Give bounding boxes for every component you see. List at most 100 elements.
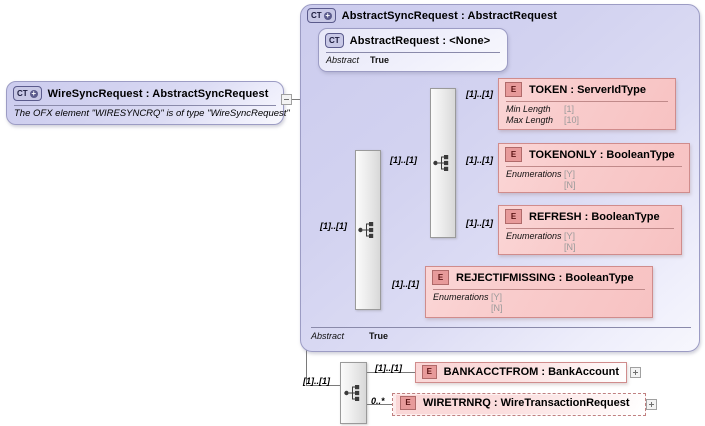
abstract-value: True <box>370 55 390 65</box>
header-divider <box>506 166 682 167</box>
header-divider <box>14 105 276 106</box>
complextype-abstractrequest[interactable]: CT AbstractRequest : <None> Abstract Tru… <box>318 28 508 72</box>
property-key <box>433 303 491 313</box>
annotation-text: The OFX element "WIRESYNCRQ" is of type … <box>14 108 290 119</box>
cardinality-outer-sequence: [1]..[1] <box>320 221 347 231</box>
element-icon: E <box>505 209 522 224</box>
sequence-icon <box>433 155 449 171</box>
element-icon: E <box>400 396 416 410</box>
element-icon: E <box>505 147 522 162</box>
footer-divider <box>311 327 691 328</box>
complextype-icon[interactable]: CT <box>325 33 344 48</box>
element-property-row: [N] <box>499 241 681 252</box>
element-property-row: Min Length [1] <box>499 102 675 114</box>
element-header: E REFRESH : BooleanType <box>499 206 681 227</box>
cardinality-wiretrnrq: 0..* <box>371 396 385 406</box>
complextype-header: CT AbstractRequest : <None> <box>319 29 507 51</box>
element-property-row: Enumerations [Y] <box>499 229 681 241</box>
abstract-property-footer: Abstract True <box>301 327 701 341</box>
header-divider <box>433 289 645 290</box>
property-key: Max Length <box>506 115 554 125</box>
expand-toggle-bankacctfrom[interactable] <box>630 367 641 378</box>
header-divider <box>506 101 668 102</box>
property-value: [1] <box>564 104 575 114</box>
header-divider <box>506 228 674 229</box>
abstract-key: Abstract <box>326 55 360 65</box>
property-key: Enumerations <box>506 231 562 241</box>
complextype-expand-icon[interactable]: CT+ <box>13 86 42 101</box>
element-icon: E <box>432 270 449 285</box>
cardinality-token: [1]..[1] <box>466 89 493 99</box>
collapse-toggle-root[interactable] <box>281 94 292 105</box>
property-value: [10] <box>564 115 580 125</box>
complextype-title: AbstractSyncRequest : AbstractRequest <box>341 9 558 22</box>
cardinality-refresh: [1]..[1] <box>466 218 493 228</box>
element-property-row: Enumerations [Y] <box>426 290 652 302</box>
property-key: Enumerations <box>433 292 489 302</box>
element-token[interactable]: E TOKEN : ServerIdType Min Length [1] Ma… <box>498 78 676 130</box>
element-header: E TOKENONLY : BooleanType <box>499 144 689 165</box>
compositor-inner-choice[interactable] <box>430 88 456 238</box>
element-title: WIRETRNRQ : WireTransactionRequest <box>423 397 630 409</box>
sequence-icon <box>343 385 359 401</box>
element-icon: E <box>505 82 522 97</box>
abstract-value: True <box>369 331 389 341</box>
element-rejectifmissing[interactable]: E REJECTIFMISSING : BooleanType Enumerat… <box>425 266 653 318</box>
element-wiretrnrq[interactable]: E WIRETRNRQ : WireTransactionRequest <box>396 395 642 414</box>
element-title: BANKACCTFROM : BankAccount <box>443 366 619 378</box>
property-value: [N] <box>491 303 503 313</box>
element-header: E BANKACCTFROM : BankAccount <box>416 363 626 382</box>
element-property-row: Enumerations [Y] <box>499 167 689 179</box>
element-refresh[interactable]: E REFRESH : BooleanType Enumerations [Y]… <box>498 205 682 255</box>
badge-label: CT <box>17 88 28 98</box>
complextype-title: WireSyncRequest : AbstractSyncRequest <box>47 87 269 100</box>
cardinality-bottom-sequence: [1]..[1] <box>303 376 330 386</box>
property-key: Enumerations <box>506 169 562 179</box>
complextype-header: CT+ AbstractSyncRequest : AbstractReques… <box>301 5 699 26</box>
badge-label: CT <box>311 10 322 20</box>
complextype-title: AbstractRequest : <None> <box>349 34 491 47</box>
element-bankacctfrom[interactable]: E BANKACCTFROM : BankAccount <box>415 362 627 383</box>
complextype-header: CT+ WireSyncRequest : AbstractSyncReques… <box>7 82 283 104</box>
element-title: TOKEN : ServerIdType <box>529 83 646 96</box>
connector-line <box>292 99 306 100</box>
plus-glyph: + <box>323 10 332 20</box>
cardinality-rejectifmissing: [1]..[1] <box>392 279 419 289</box>
element-header: E REJECTIFMISSING : BooleanType <box>426 267 652 288</box>
property-key: Min Length <box>506 104 551 114</box>
property-value: [Y] <box>564 169 576 179</box>
abstract-property-row: Abstract True <box>319 53 507 65</box>
element-header: E TOKEN : ServerIdType <box>499 79 675 100</box>
connector-line <box>306 385 340 386</box>
header-divider <box>326 52 500 53</box>
element-icon: E <box>422 365 437 379</box>
compositor-bottom-sequence[interactable] <box>340 362 367 424</box>
connector-line <box>367 372 415 373</box>
compositor-outer-sequence[interactable] <box>355 150 381 310</box>
cardinality-inner-choice: [1]..[1] <box>390 155 417 165</box>
abstract-key: Abstract <box>311 331 345 341</box>
property-key <box>506 242 564 252</box>
complextype-expand-icon[interactable]: CT+ <box>307 8 336 23</box>
property-value: [Y] <box>491 292 503 302</box>
element-header: E WIRETRNRQ : WireTransactionRequest <box>396 395 642 413</box>
element-title: REFRESH : BooleanType <box>529 210 660 223</box>
property-value: [N] <box>564 180 576 190</box>
sequence-icon <box>358 222 374 238</box>
element-property-row: Max Length [10] <box>499 114 675 125</box>
expand-toggle-wiretrnrq[interactable] <box>646 399 657 410</box>
property-key <box>506 180 564 190</box>
property-value: [N] <box>564 242 576 252</box>
cardinality-tokenonly: [1]..[1] <box>466 155 493 165</box>
cardinality-bankacctfrom: [1]..[1] <box>375 363 402 373</box>
element-title: REJECTIFMISSING : BooleanType <box>456 271 634 284</box>
plus-glyph: + <box>29 88 38 98</box>
element-property-row: [N] <box>499 179 689 190</box>
element-property-row: [N] <box>426 302 652 313</box>
badge-label: CT <box>329 35 340 45</box>
element-tokenonly[interactable]: E TOKENONLY : BooleanType Enumerations [… <box>498 143 690 193</box>
element-title: TOKENONLY : BooleanType <box>529 148 675 161</box>
complextype-wiresyncrequest[interactable]: CT+ WireSyncRequest : AbstractSyncReques… <box>6 81 290 125</box>
abstract-property-row: Abstract True <box>301 328 701 341</box>
